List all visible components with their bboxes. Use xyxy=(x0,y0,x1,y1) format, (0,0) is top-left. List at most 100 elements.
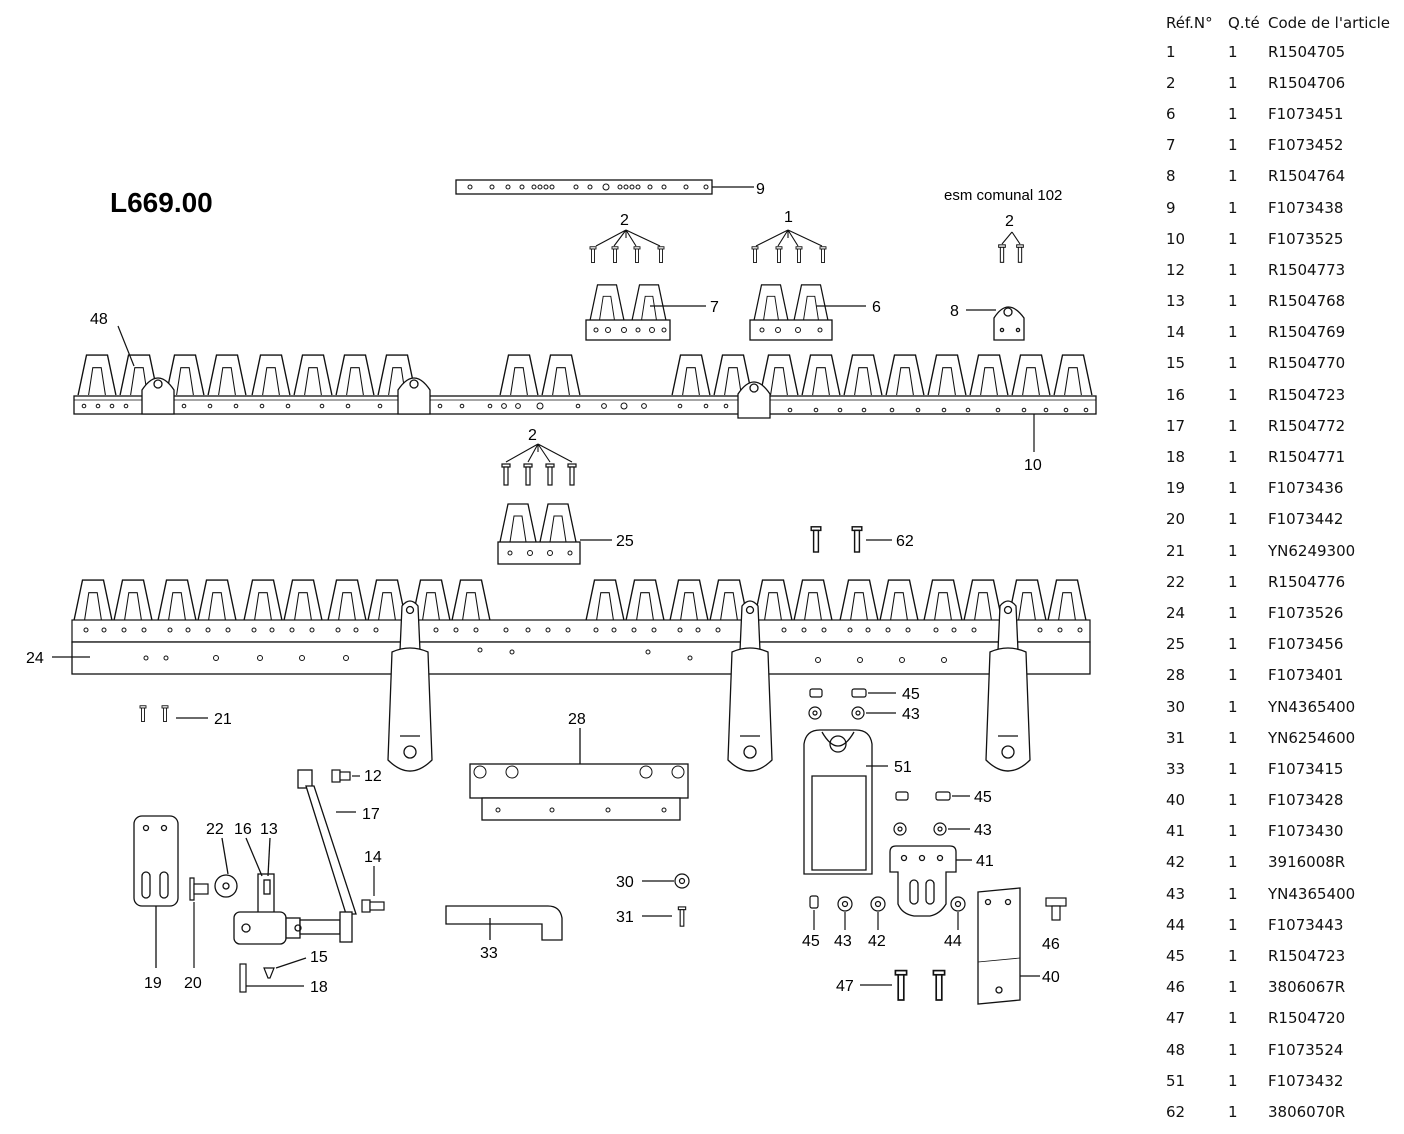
cell-qty: 1 xyxy=(1228,947,1238,966)
cell-qty: 1 xyxy=(1228,104,1238,123)
cell-ref: 13 xyxy=(1166,292,1186,311)
callout-8: 8 xyxy=(950,303,959,320)
part-17-lever-arm xyxy=(297,769,357,915)
part-2-rivets-group-c xyxy=(501,443,577,486)
cell-qty: 1 xyxy=(1228,541,1238,560)
cell-code: F1073401 xyxy=(1268,666,1344,685)
cell-code: R1504771 xyxy=(1268,448,1346,467)
cell-qty: 1 xyxy=(1228,978,1238,997)
cell-code: 3916008R xyxy=(1268,853,1346,872)
cell-code: F1073442 xyxy=(1268,510,1344,529)
header-qty: Q.té xyxy=(1228,14,1260,32)
callout-45-a: 45 xyxy=(902,686,920,703)
part-33-bracket xyxy=(445,905,563,941)
cell-qty: 1 xyxy=(1228,323,1238,342)
callout-33: 33 xyxy=(480,945,498,962)
part-19-plate xyxy=(133,815,179,968)
callout-43-b: 43 xyxy=(974,822,992,839)
cell-ref: 14 xyxy=(1166,323,1186,342)
cell-ref: 22 xyxy=(1166,572,1186,591)
part-46-bolt xyxy=(1045,897,1067,921)
cell-code: F1073436 xyxy=(1268,479,1344,498)
callout-1: 1 xyxy=(784,209,793,226)
table-row: 14 1 R1504769 xyxy=(1160,317,1400,348)
cell-ref: 41 xyxy=(1166,822,1186,841)
cell-code: F1073451 xyxy=(1268,104,1344,123)
cell-code: YN4365400 xyxy=(1268,884,1356,903)
cell-code: F1073438 xyxy=(1268,198,1344,217)
cell-ref: 16 xyxy=(1166,385,1186,404)
callout-14: 14 xyxy=(364,849,382,866)
cell-ref: 30 xyxy=(1166,697,1186,716)
part-21-bolts xyxy=(139,705,208,723)
cell-qty: 1 xyxy=(1228,479,1238,498)
part-28-guard-plate xyxy=(469,728,689,821)
part-14-bolt xyxy=(361,866,385,913)
cell-code: YN6254600 xyxy=(1268,728,1356,747)
callout-2-a: 2 xyxy=(620,212,629,229)
callout-48: 48 xyxy=(90,311,108,328)
cell-qty: 1 xyxy=(1228,136,1238,155)
cell-qty: 1 xyxy=(1228,42,1238,61)
part-16-13-drive-assembly xyxy=(233,837,353,945)
cell-ref: 28 xyxy=(1166,666,1186,685)
cell-code: F1073524 xyxy=(1268,1040,1344,1059)
part-1-rivets-group xyxy=(751,229,827,264)
cell-ref: 62 xyxy=(1166,1102,1186,1121)
cell-qty: 1 xyxy=(1228,385,1238,404)
cell-ref: 25 xyxy=(1166,635,1186,654)
callout-40: 40 xyxy=(1042,969,1060,986)
cell-qty: 1 xyxy=(1228,260,1238,279)
cell-ref: 44 xyxy=(1166,915,1186,934)
cell-qty: 1 xyxy=(1228,791,1238,810)
diagram-title: L669.00 xyxy=(110,187,213,218)
cell-qty: 1 xyxy=(1228,666,1238,685)
cell-ref: 20 xyxy=(1166,510,1186,529)
part-6-knife-section xyxy=(749,284,866,341)
cell-qty: 1 xyxy=(1228,198,1238,217)
part-62-bolts xyxy=(810,525,892,553)
cell-ref: 42 xyxy=(1166,853,1186,872)
cell-qty: 1 xyxy=(1228,572,1238,591)
cell-code: F1073452 xyxy=(1268,136,1344,155)
cell-code: YN6249300 xyxy=(1268,541,1356,560)
cell-code: R1504773 xyxy=(1268,260,1346,279)
callout-2-b: 2 xyxy=(1005,213,1014,230)
cell-ref: 47 xyxy=(1166,1009,1186,1028)
cell-code: F1073526 xyxy=(1268,603,1344,622)
cell-code: R1504770 xyxy=(1268,354,1346,373)
cell-ref: 24 xyxy=(1166,603,1186,622)
table-row: 9 1 F1073438 xyxy=(1160,192,1400,223)
callout-41: 41 xyxy=(976,853,994,870)
part-15-nut xyxy=(263,957,307,979)
cell-ref: 43 xyxy=(1166,884,1186,903)
cell-ref: 9 xyxy=(1166,198,1176,217)
exploded-parts-diagram: L669.00 esm comunal 102 9 2 xyxy=(26,179,1097,1005)
part-47-bolts xyxy=(860,969,946,1001)
callout-43-c: 43 xyxy=(834,933,852,950)
cell-code: R1504769 xyxy=(1268,323,1346,342)
cell-code: R1504705 xyxy=(1268,42,1346,61)
part-24-lower-knife-bar xyxy=(52,579,1091,675)
callout-28: 28 xyxy=(568,711,586,728)
cell-ref: 48 xyxy=(1166,1040,1186,1059)
callout-44: 44 xyxy=(944,933,962,950)
cell-code: R1504720 xyxy=(1268,1009,1346,1028)
cell-qty: 1 xyxy=(1228,510,1238,529)
cell-qty: 1 xyxy=(1228,759,1238,778)
part-30-washer xyxy=(642,873,690,889)
cell-qty: 1 xyxy=(1228,822,1238,841)
part-2-rivets-group-b xyxy=(998,231,1024,263)
